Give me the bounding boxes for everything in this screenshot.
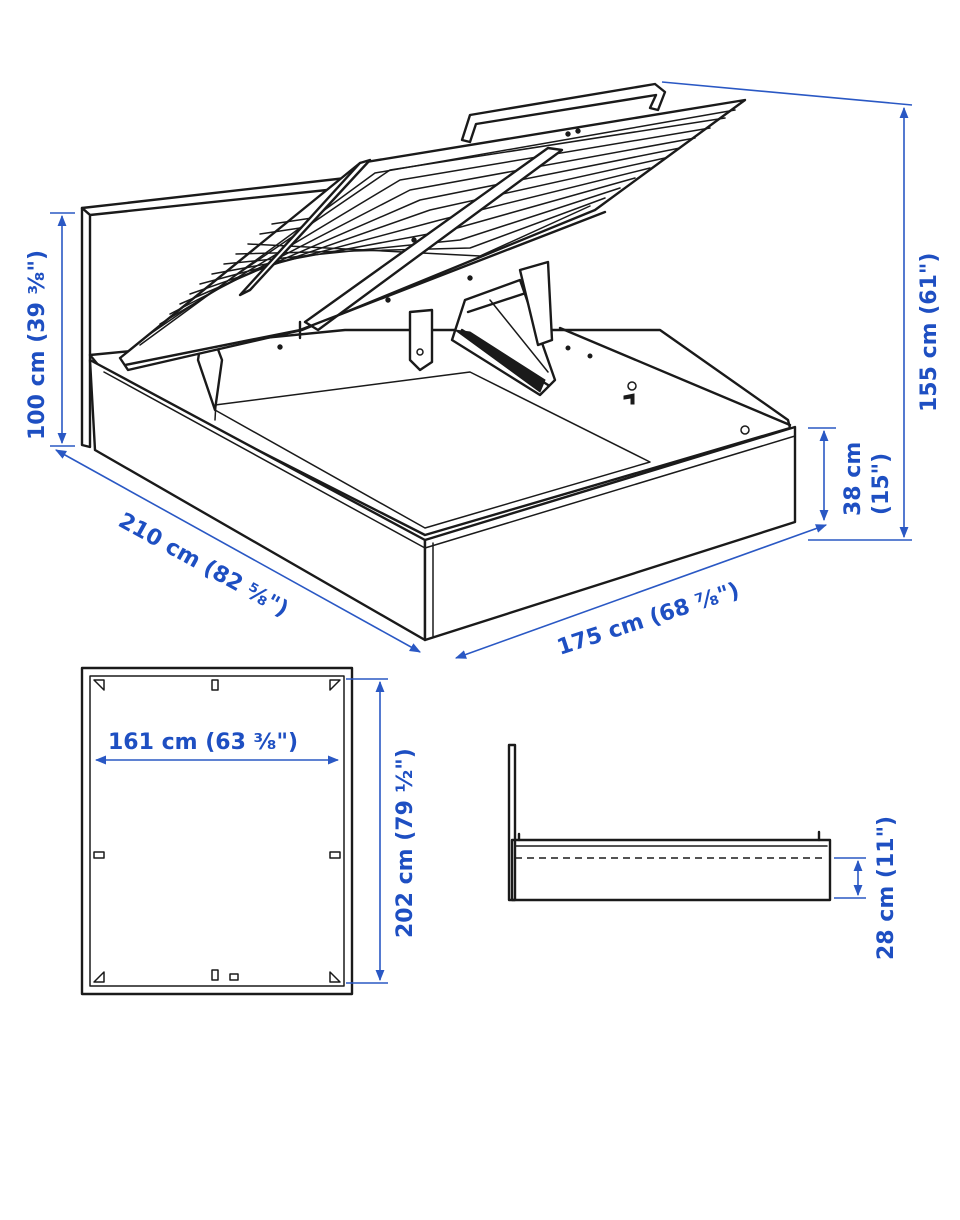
label-inner-width: 161 cm (63 ³⁄₈") [108, 730, 298, 755]
dimension-clearance: 28 cm (11") [834, 816, 899, 960]
lift-handle [460, 82, 667, 144]
dimension-headboard-height: 100 cm (39 ³⁄₈") [25, 212, 75, 447]
label-total-height: 155 cm (61") [917, 253, 942, 412]
label-frame-height-cm: 38 cm [841, 442, 866, 516]
label-clearance: 28 cm (11") [874, 816, 899, 960]
top-view-frame [80, 666, 354, 996]
label-headboard-height: 100 cm (39 ³⁄₈") [25, 250, 50, 440]
dimension-inner-length: 202 cm (79 ½") [346, 678, 418, 984]
headboard [80, 176, 348, 449]
side-view-frame [507, 743, 832, 902]
lift-mechanism [187, 260, 557, 421]
dimension-frame-height: 38 cm (15") [808, 427, 894, 522]
lifted-slat-base [118, 98, 747, 372]
dimension-inner-width: 161 cm (63 ³⁄₈") [94, 730, 340, 765]
label-inner-length: 202 cm (79 ½") [393, 748, 418, 938]
label-frame-height-in: (15") [869, 453, 894, 515]
